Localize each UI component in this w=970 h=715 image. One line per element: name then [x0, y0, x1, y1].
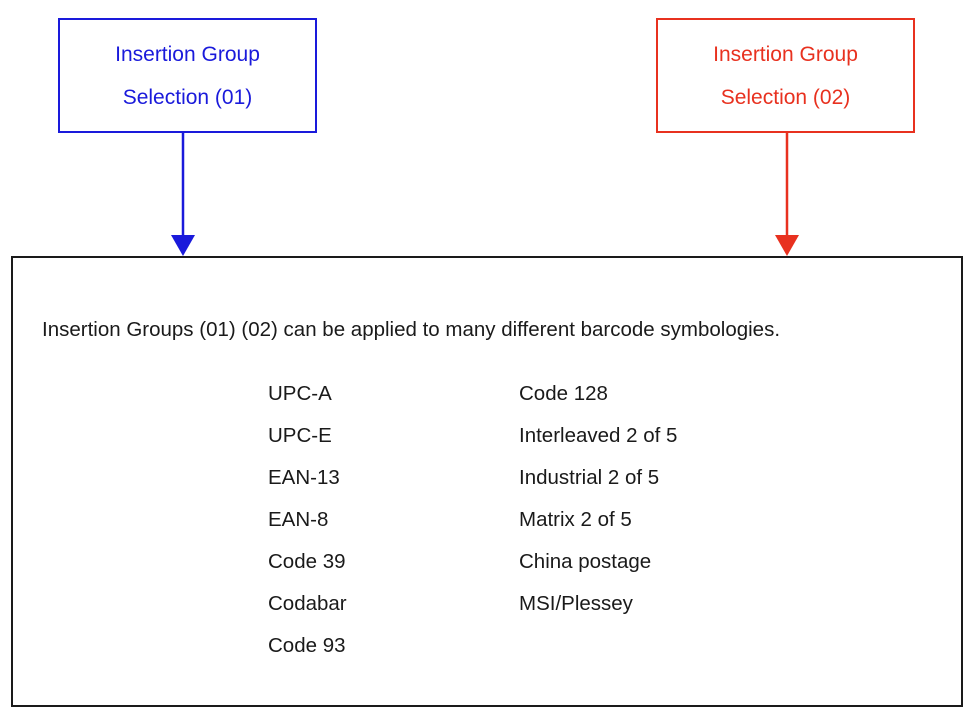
symbology-item: Code 93: [268, 634, 346, 657]
insertion-group-02-title: Insertion Group: [713, 42, 858, 66]
symbology-item: Industrial 2 of 5: [519, 466, 660, 489]
symbology-list-left: UPC-A UPC-E EAN-13 EAN-8 Code 39 Codabar…: [268, 373, 347, 667]
arrow-02-head: [775, 235, 799, 256]
intro-text: Insertion Groups (01) (02) can be applie…: [42, 318, 781, 341]
symbology-item: Interleaved 2 of 5: [519, 424, 678, 447]
symbology-item: Codabar: [268, 592, 347, 615]
insertion-group-01-subtitle: Selection (01): [122, 85, 253, 109]
symbology-item: Code 128: [519, 382, 608, 405]
symbology-item: Matrix 2 of 5: [519, 508, 632, 531]
symbology-item: UPC-A: [268, 382, 332, 405]
symbology-item: Code 39: [268, 550, 346, 573]
symbologies-box: [11, 256, 963, 707]
symbology-item: UPC-E: [268, 424, 332, 447]
symbology-item: MSI/Plessey: [519, 592, 633, 615]
insertion-group-02-subtitle: Selection (02): [720, 85, 851, 109]
symbology-item: EAN-13: [268, 466, 340, 489]
symbology-list-right: Code 128 Interleaved 2 of 5 Industrial 2…: [519, 373, 677, 625]
arrow-01-head: [171, 235, 195, 256]
insertion-group-01-title: Insertion Group: [115, 42, 260, 66]
insertion-group-02-box: Insertion Group Selection (02): [656, 18, 915, 133]
symbology-item: China postage: [519, 550, 652, 573]
symbology-item: EAN-8: [268, 508, 329, 531]
insertion-group-01-box: Insertion Group Selection (01): [58, 18, 317, 133]
